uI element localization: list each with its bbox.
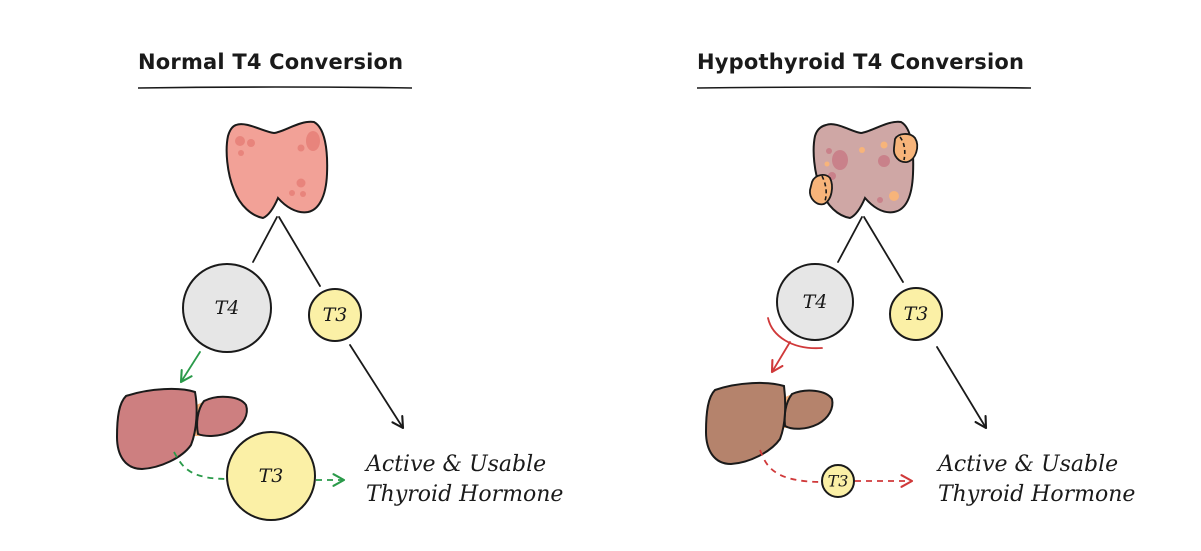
- liver-icon: [704, 381, 834, 466]
- t3-circle: [308, 288, 362, 342]
- hypo-title-underline: [696, 86, 1032, 89]
- hypo-panel-title: Hypothyroid T4 Conversion: [697, 50, 1025, 74]
- normal-output-line2: Thyroid Hormone: [366, 482, 564, 507]
- liver-t3-circle: [821, 464, 855, 498]
- branch-line-t4: [837, 216, 863, 263]
- arrow-icon: [936, 346, 988, 430]
- normal-panel-title: Normal T4 Conversion: [138, 50, 404, 74]
- hypo-t4-label: T4: [802, 291, 828, 313]
- t3-circle: [889, 287, 943, 341]
- hypo-panel: [696, 86, 1032, 498]
- normal-t3-label: T3: [322, 304, 348, 326]
- hypo-liver-t3-label: T3: [827, 471, 849, 491]
- thyroid-gland-icon: [809, 120, 919, 220]
- hypo-t3-label: T3: [903, 303, 929, 325]
- dashed-connector: [759, 449, 824, 483]
- t4-circle: [182, 263, 272, 353]
- inhibition-icon: [767, 317, 823, 349]
- arrow-icon: [179, 351, 201, 384]
- hypo-output-line2: Thyroid Hormone: [938, 482, 1136, 507]
- normal-output-line1: Active & Usable: [366, 452, 547, 477]
- arrow-icon: [349, 344, 405, 430]
- branch-line-t4: [252, 216, 278, 263]
- branch-line-t3: [278, 216, 321, 287]
- normal-panel: [115, 86, 413, 521]
- t4-circle: [776, 263, 854, 341]
- branch-line-t3: [863, 216, 904, 283]
- liver-t3-circle: [226, 431, 316, 521]
- arrow-icon: [770, 341, 791, 374]
- normal-title-underline: [137, 86, 413, 89]
- liver-icon: [115, 387, 248, 471]
- thyroid-gland-icon: [225, 120, 329, 220]
- normal-liver-t3-label: T3: [258, 465, 284, 487]
- hypo-output-line1: Active & Usable: [938, 452, 1119, 477]
- dashed-connector: [173, 451, 229, 480]
- normal-t4-label: T4: [214, 297, 240, 319]
